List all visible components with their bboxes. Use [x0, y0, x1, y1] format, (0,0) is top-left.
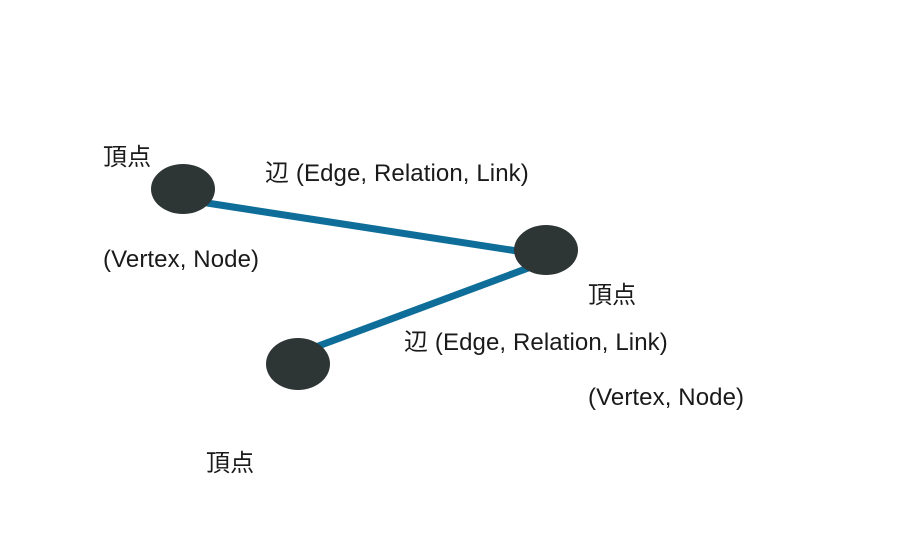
- edge-lower-line: [311, 263, 533, 352]
- vertex-node-top-left[interactable]: [151, 164, 215, 214]
- vertex-label-right: 頂点 (Vertex, Node): [588, 211, 744, 483]
- edge-label-lower: 辺 (Edge, Relation, Link): [404, 329, 668, 356]
- vertex-node-right[interactable]: [514, 225, 578, 275]
- vertex-label-top-left-main: 頂点: [103, 144, 152, 171]
- vertex-label-bottom: 頂点 (Vertex, Node): [206, 379, 362, 533]
- vertex-label-top-left: 頂点 (Vertex, Node): [103, 73, 259, 345]
- vertex-label-bottom-main: 頂点: [206, 450, 255, 477]
- vertex-node-bottom[interactable]: [266, 338, 330, 390]
- edge-upper-line: [206, 199, 531, 257]
- vertex-label-top-left-sub: (Vertex, Node): [103, 246, 260, 273]
- vertex-label-right-main: 頂点: [588, 282, 637, 309]
- vertex-label-right-sub: (Vertex, Node): [588, 384, 745, 411]
- edge-label-upper: 辺 (Edge, Relation, Link): [265, 160, 529, 187]
